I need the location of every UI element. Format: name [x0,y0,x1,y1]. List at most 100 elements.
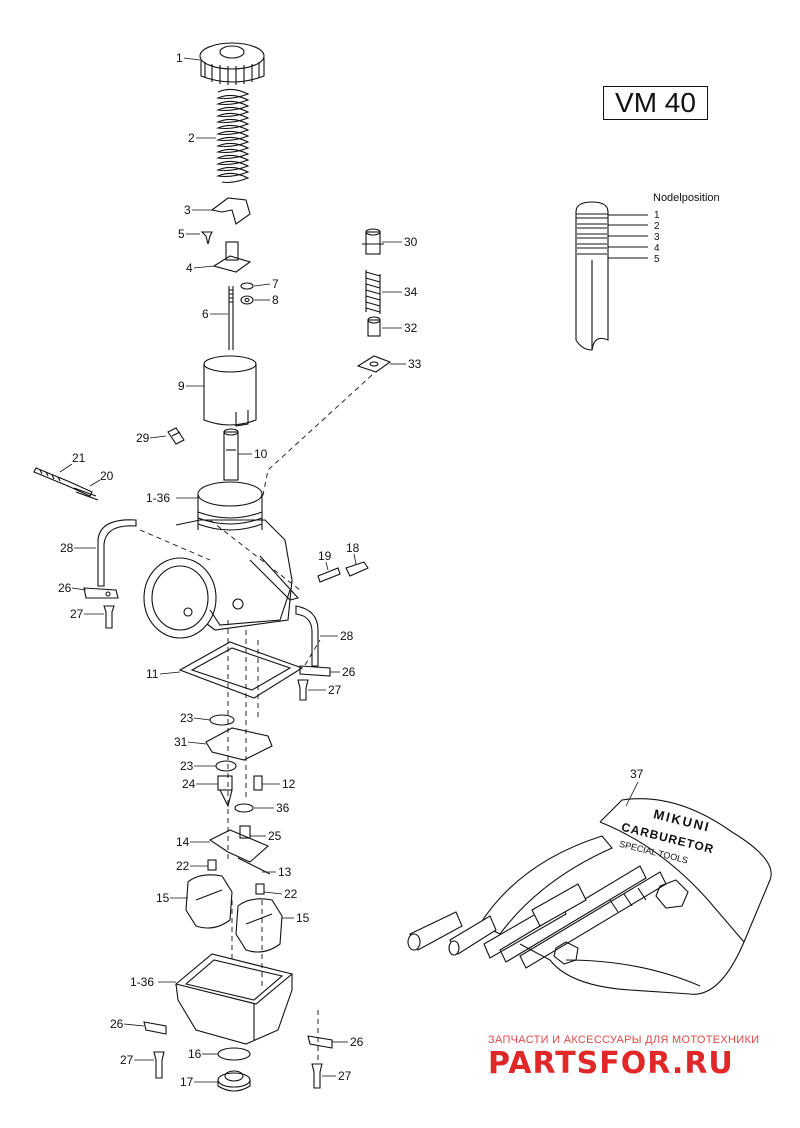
part-starter-plunger-cap [362,228,384,255]
label-p21: 21 [72,451,86,465]
label-p8: 8 [272,293,279,307]
part-drain-o-ring [217,1047,251,1061]
label-p23a: 23 [180,711,194,725]
part-carburetor-body [143,481,300,639]
part-float-bowl [174,953,294,1045]
label-p3: 3 [184,203,191,217]
label-p136b: 1-36 [130,975,154,989]
label-p29: 29 [136,431,150,445]
label-p27b: 27 [328,683,342,697]
part-bowl-screw-right [311,1063,323,1089]
part-needle-clip [210,197,251,225]
label-p26b: 26 [342,665,356,679]
needle-position-detail [575,201,648,351]
part-needle-holder [212,241,252,273]
part-small-screw [200,231,213,245]
part-screw-small-a [207,859,217,871]
needle-position-title: Nodelposition [653,192,720,204]
part-screw-small-b [255,883,265,895]
label-p27c: 27 [120,1053,134,1067]
needle-pos-1: 1 [654,210,660,221]
label-p28b: 28 [340,629,354,643]
label-p13: 13 [278,865,292,879]
needle-pos-5: 5 [654,254,660,265]
tool-kit-lettering: MIKUNI CARBURETOR SPECIAL TOOLS [618,806,715,865]
part-idle-screw [167,427,185,445]
label-p19: 19 [318,549,332,563]
part-drain-plug [217,1070,251,1092]
label-p26c: 26 [110,1017,124,1031]
label-p2: 2 [188,131,195,145]
part-e-clip-washer [240,282,254,305]
label-p36: 36 [276,801,290,815]
part-float-pin [237,857,271,875]
label-p16: 16 [188,1047,202,1061]
label-p26a: 26 [58,581,72,595]
label-p15a: 15 [156,891,170,905]
label-p9: 9 [178,379,185,393]
label-p5: 5 [178,227,185,241]
part-needle-jet [223,428,239,481]
label-p136a: 1-36 [146,491,170,505]
part-labels: 1 2 3 5 4 7 8 6 9 29 10 21 20 1-36 28 19… [58,51,644,1089]
needle-pos-4: 4 [654,243,660,254]
part-left-bracket [83,587,119,629]
label-p27a: 27 [70,607,84,621]
label-p15b: 15 [296,911,310,925]
part-right-hose [295,605,319,667]
part-needle-valve [217,775,233,808]
part-o-ring-lower [215,760,237,772]
label-p32: 32 [404,321,418,335]
part-tool-kit [407,798,772,995]
label-p14: 14 [176,835,190,849]
label-p24: 24 [182,777,196,791]
part-baffle-plate [205,727,273,761]
part-right-bracket [297,665,331,701]
part-float-gasket [178,641,304,699]
label-p28a: 28 [60,541,74,555]
needle-pos-2: 2 [654,221,660,232]
label-p34: 34 [404,285,418,299]
label-p10: 10 [254,447,268,461]
part-pilot-jet [253,775,263,791]
part-washer [234,803,254,813]
label-p20: 20 [100,469,114,483]
part-spring [215,88,250,184]
label-p7: 7 [272,277,279,291]
watermark-logo: PARTSFOR.RU [488,1046,734,1081]
part-starter-gasket [356,355,392,373]
part-o-ring-upper [209,714,235,726]
label-p22a: 22 [176,859,190,873]
part-bowl-bracket-right [307,1035,333,1049]
part-starter-plunger [367,316,381,337]
alignment-dashes [139,374,373,1060]
part-air-screw [33,467,99,501]
label-p11: 11 [146,667,159,681]
label-p37: 37 [630,767,644,781]
part-jet-needle [228,286,234,350]
needle-position-numbers: 1 2 3 4 5 [654,210,660,265]
part-float-right [235,898,283,953]
label-p33: 33 [408,357,422,371]
label-p26d: 26 [350,1035,364,1049]
part-left-hose [97,519,137,587]
label-p23b: 23 [180,759,194,773]
part-starter-spring [365,270,381,314]
label-p12: 12 [282,777,296,791]
label-p1: 1 [176,51,183,65]
watermark-caption: ЗАПЧАСТИ И АКСЕССУАРЫ ДЛЯ МОТОТЕХНИКИ [488,1034,760,1046]
label-p6: 6 [202,307,209,321]
label-p18: 18 [346,541,360,555]
part-pilot-screw [317,561,369,583]
label-p22b: 22 [284,887,298,901]
label-p30: 30 [404,235,418,249]
label-p17: 17 [180,1075,194,1089]
part-float-arm [208,829,270,863]
part-cap [199,42,265,85]
needle-pos-3: 3 [654,232,660,243]
label-p27d: 27 [338,1069,352,1083]
label-p31: 31 [174,735,188,749]
part-float-left [185,874,233,929]
part-throttle-valve [203,355,257,427]
